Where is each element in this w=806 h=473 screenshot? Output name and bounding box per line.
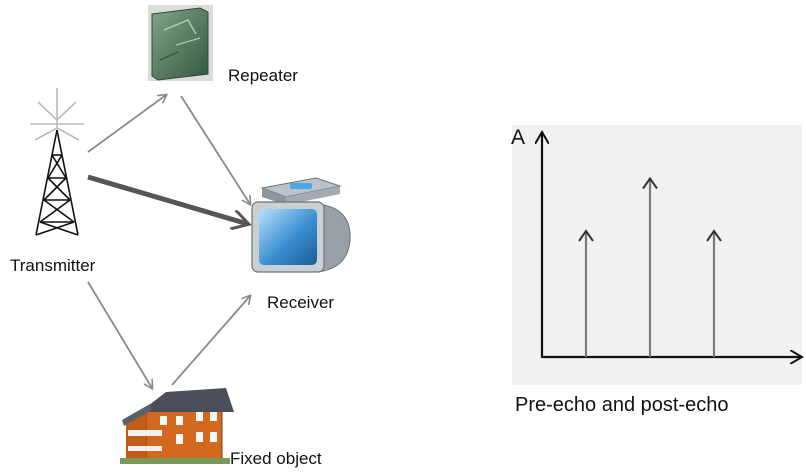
direct-path-arrow [87, 174, 248, 224]
transmitter-tower-icon [30, 88, 84, 236]
echo-caption: Pre-echo and post-echo [515, 394, 729, 416]
impulse-arrowhead [706, 229, 722, 242]
fixed-object-to-receiver-arrow [171, 296, 250, 386]
receiver-label: Receiver [267, 293, 335, 312]
house-icon [120, 388, 234, 464]
impulse-2 [642, 176, 658, 357]
echo-plot-background [512, 125, 802, 385]
fixed-object-label: Fixed object [230, 449, 322, 468]
impulse-3 [706, 229, 722, 357]
transmitter-to-repeater-arrow [87, 95, 166, 153]
transmitter-label: Transmitter [10, 256, 96, 275]
y-axis-label: A [511, 126, 526, 149]
impulse-arrowhead [642, 176, 658, 190]
repeater-to-receiver-arrow [180, 95, 250, 204]
repeater-label: Repeater [228, 66, 298, 85]
impulse-1 [578, 229, 594, 357]
repeater-icon [148, 5, 213, 81]
impulse-arrowhead [578, 229, 594, 242]
receiver-monitor-icon [251, 177, 351, 273]
transmitter-to-fixed-object-arrow [87, 281, 152, 388]
